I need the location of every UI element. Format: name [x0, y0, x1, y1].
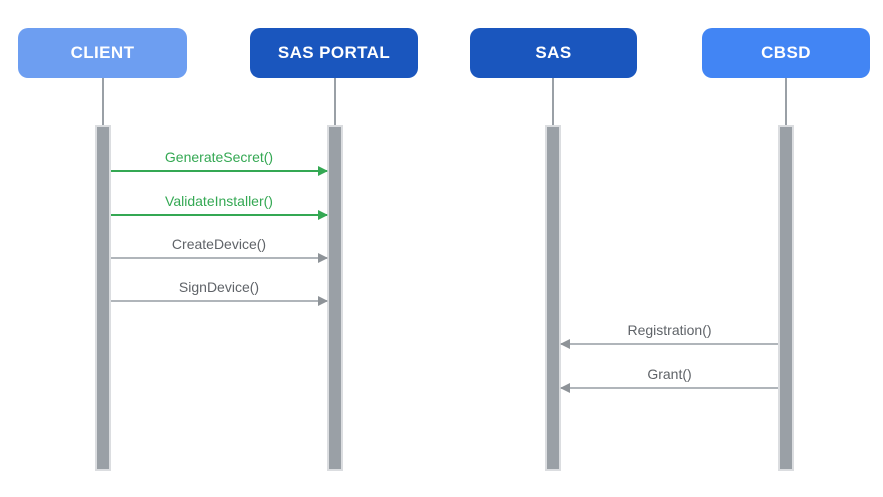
lifeline-sas [552, 78, 554, 125]
message-label: SignDevice() [178, 279, 260, 295]
arrowhead-left-icon [560, 383, 570, 393]
message-generate-secret: GenerateSecret() [111, 148, 328, 176]
lifeline-sas-portal [334, 78, 336, 125]
message-registration: Registration() [560, 321, 778, 349]
lifeline-client [102, 78, 104, 125]
arrowhead-right-icon [318, 210, 328, 220]
message-arrow-line [111, 257, 327, 259]
message-arrow-line [111, 170, 327, 172]
arrowhead-right-icon [318, 253, 328, 263]
message-arrow-line [111, 214, 327, 216]
arrowhead-right-icon [318, 166, 328, 176]
activation-bar-sas [545, 125, 561, 471]
message-sign-device: SignDevice() [111, 278, 328, 306]
message-label: Registration() [627, 322, 712, 338]
message-validate-installer: ValidateInstaller() [111, 192, 328, 220]
actor-box-sas-portal: SAS PORTAL [250, 28, 418, 78]
message-arrow-line [111, 300, 327, 302]
actor-box-client: CLIENT [18, 28, 187, 78]
message-label: GenerateSecret() [164, 149, 274, 165]
arrowhead-right-icon [318, 296, 328, 306]
activation-bar-sas-portal [327, 125, 343, 471]
message-label: Grant() [647, 366, 692, 382]
message-grant: Grant() [560, 365, 778, 393]
message-label: ValidateInstaller() [165, 193, 273, 209]
lifeline-cbsd [785, 78, 787, 125]
message-create-device: CreateDevice() [111, 235, 328, 263]
activation-bar-client [95, 125, 111, 471]
arrowhead-left-icon [560, 339, 570, 349]
message-arrow-line [561, 343, 778, 345]
message-label: CreateDevice() [171, 236, 267, 252]
actor-box-cbsd: CBSD [702, 28, 870, 78]
actor-box-sas: SAS [470, 28, 637, 78]
activation-bar-cbsd [778, 125, 794, 471]
message-arrow-line [561, 387, 778, 389]
